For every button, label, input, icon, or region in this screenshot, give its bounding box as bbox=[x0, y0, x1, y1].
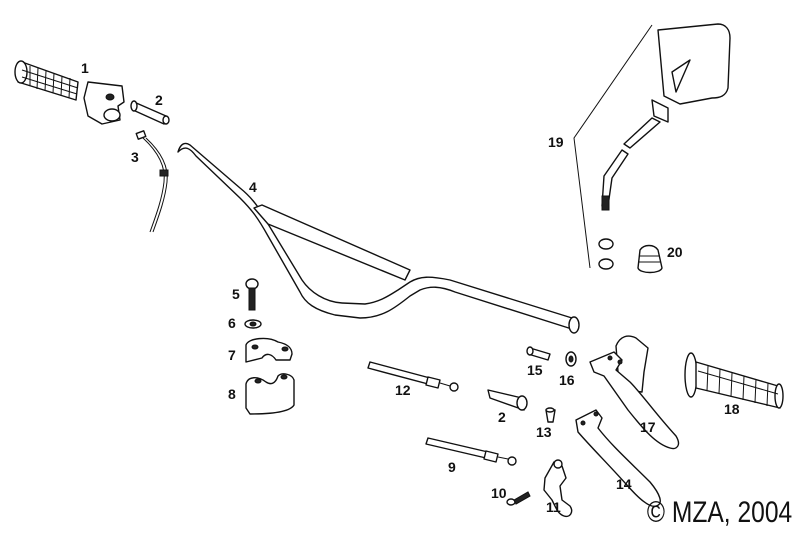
part-9-cable bbox=[425, 437, 517, 466]
part-2-boot-lower bbox=[487, 389, 528, 411]
part-5-clamp-bolt bbox=[245, 278, 259, 311]
part-label-7: 7 bbox=[228, 347, 236, 363]
part-label-14: 14 bbox=[616, 476, 632, 492]
part-17-lever-assembly bbox=[589, 335, 680, 450]
part-7-upper-clamp bbox=[245, 337, 293, 363]
part-4-handlebar bbox=[177, 142, 580, 334]
part-label-1: 1 bbox=[81, 60, 89, 76]
part-19-nuts bbox=[598, 238, 614, 270]
part-15-bolt bbox=[526, 346, 551, 361]
part-label-2: 2 bbox=[155, 92, 163, 108]
part-label-17: 17 bbox=[640, 419, 656, 435]
part-label-16: 16 bbox=[559, 372, 575, 388]
part-6-washer bbox=[244, 319, 262, 329]
part-label-15: 15 bbox=[527, 362, 543, 378]
part-2-boot-upper bbox=[130, 100, 170, 125]
part-8-lower-clamp bbox=[245, 373, 295, 415]
part-label-5: 5 bbox=[232, 286, 240, 302]
part-20-rubber-cover bbox=[637, 244, 663, 274]
copyright-notice: © MZA, 2004 bbox=[646, 496, 792, 529]
part-label-12: 12 bbox=[395, 382, 411, 398]
part-16-nut bbox=[565, 351, 577, 367]
part-1-throttle-grip bbox=[14, 60, 125, 125]
part-14-lever bbox=[575, 409, 661, 507]
part-10-screw bbox=[506, 491, 531, 506]
part-13-cap bbox=[545, 407, 556, 423]
part-label-9: 9 bbox=[448, 459, 456, 475]
part-3-throttle-cable bbox=[135, 130, 169, 233]
part-19-mirror bbox=[573, 23, 731, 269]
part-label-3: 3 bbox=[131, 149, 139, 165]
part-label-10: 10 bbox=[491, 485, 507, 501]
part-label-2b: 2 bbox=[498, 409, 506, 425]
part-18-grip bbox=[684, 352, 784, 409]
part-label-6: 6 bbox=[228, 315, 236, 331]
part-label-20: 20 bbox=[667, 244, 683, 260]
part-label-13: 13 bbox=[536, 424, 552, 440]
part-12-cable bbox=[367, 361, 459, 392]
part-label-4: 4 bbox=[249, 179, 257, 195]
part-label-19: 19 bbox=[548, 134, 564, 150]
part-11-lever-holder bbox=[543, 459, 573, 518]
part-label-18: 18 bbox=[724, 401, 740, 417]
part-label-8: 8 bbox=[228, 386, 236, 402]
part-label-11: 11 bbox=[546, 499, 561, 515]
